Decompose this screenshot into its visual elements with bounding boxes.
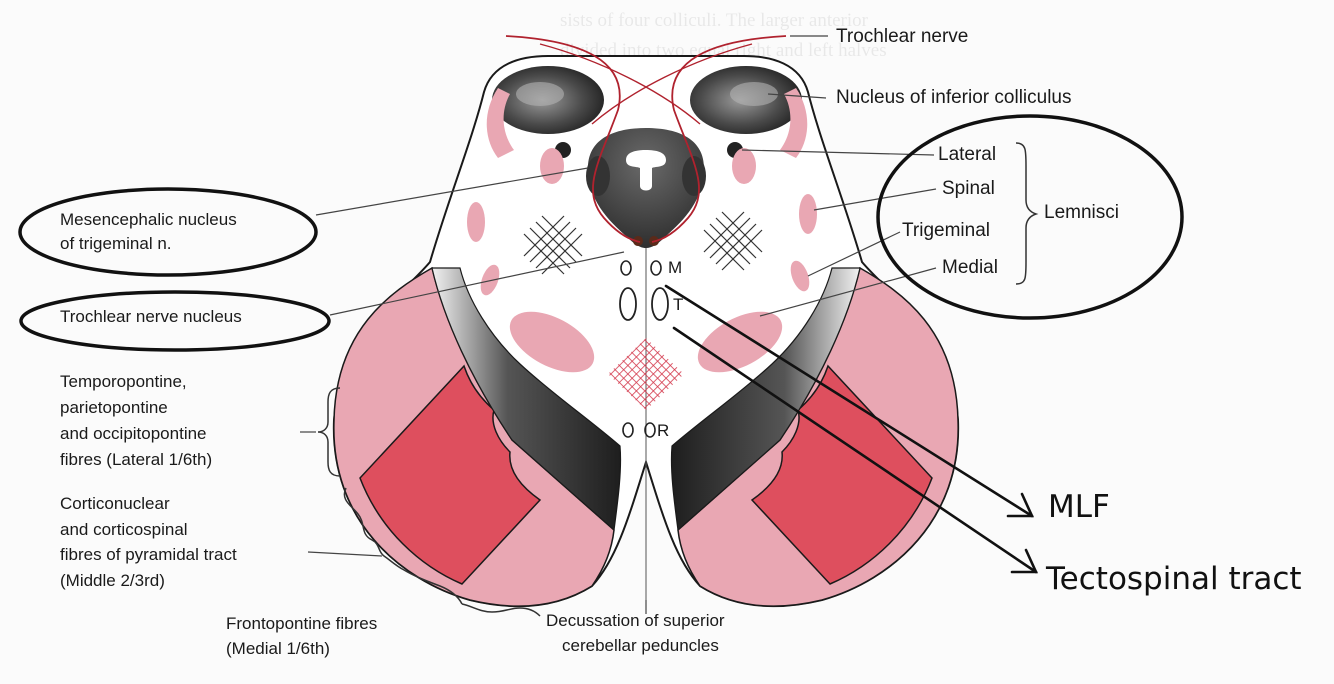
cerebral-aqueduct <box>626 150 666 191</box>
inferior-colliculus-highlight-left <box>516 82 564 106</box>
frontopontine-label-line2: (Medial 1/6th) <box>226 639 330 658</box>
t-marker: T <box>673 295 684 314</box>
corticonuclear-label-line1: Corticonuclear <box>60 494 170 513</box>
highlight-ellipse-lemnisci <box>876 114 1184 320</box>
trigeminal-lemniscus-label: Trigeminal <box>902 220 990 241</box>
highlight-ellipse-mesencephalic <box>18 187 318 277</box>
spinal-lemniscus-right <box>799 194 817 234</box>
substantia-nigra-left <box>431 267 622 532</box>
corticonuclear-label-line3: fibres of pyramidal tract <box>60 545 237 564</box>
pink-blob-left-1 <box>540 148 564 184</box>
reticular-hatch-right <box>703 211 763 271</box>
small-oval-right <box>650 260 662 276</box>
red-nucleus-left <box>509 311 595 373</box>
lateral-lemniscus-label: Lateral <box>938 144 997 165</box>
medial-lemniscus-label: Medial <box>942 257 998 278</box>
lemnisci-label: Lemnisci <box>1044 202 1119 223</box>
tectospinal-arrow <box>672 326 1039 574</box>
corticonuclear-label-line4: (Middle 2/3rd) <box>60 571 165 590</box>
pyramidal-tract-left <box>359 364 542 585</box>
temporopontine-label-line4: fibres (Lateral 1/6th) <box>60 450 213 469</box>
pyramidal-tract-right <box>750 364 933 585</box>
inferior-colliculus-highlight-right <box>730 82 778 106</box>
leader-lines <box>300 35 937 614</box>
grey-side-left <box>586 156 610 196</box>
temporopontine-label-line1: Temporopontine, <box>60 372 187 391</box>
corticonuclear-label-line2: and corticospinal <box>60 520 188 539</box>
reticular-hatch-left <box>523 215 583 275</box>
substantia-nigra-right <box>670 267 861 532</box>
pink-blob-right-1 <box>732 148 756 184</box>
spinal-lemniscus-label: Spinal <box>942 178 995 199</box>
grey-side-right <box>682 156 706 196</box>
tectospinal-tract-label: Tectospinal tract <box>1046 561 1302 597</box>
spinal-lemniscus-left <box>467 202 485 242</box>
trochlear-nerve-label: Trochlear nerve <box>836 26 969 47</box>
temporopontine-label-line2: parietopontine <box>60 398 168 417</box>
trigeminal-lemniscus-left <box>480 264 500 296</box>
decussation-label-line2: cerebellar peduncles <box>562 636 719 655</box>
temporopontine-label-line3: and occipitopontine <box>60 424 207 443</box>
small-oval-left <box>620 260 632 276</box>
trochlear-nerve-crossing <box>539 43 753 125</box>
lateral-lemniscus-left <box>486 88 514 158</box>
decussation-superior-cerebellar-peduncles <box>608 338 684 410</box>
mlf-oval-left <box>619 287 637 321</box>
mesencephalic-label-line1: Mesencephalic nucleus <box>60 210 237 229</box>
frontopontine-brace <box>461 603 541 617</box>
temporopontine-brace <box>317 387 341 477</box>
highlight-ellipse-trochlear-nucleus <box>19 290 331 352</box>
m-marker: M <box>668 258 683 277</box>
r-marker: R <box>657 421 670 440</box>
inferior-colliculus-label: Nucleus of inferior colliculus <box>836 87 1072 108</box>
mlf-oval-right <box>651 287 669 321</box>
trochlear-nerve-fibre-right <box>651 35 787 243</box>
lateral-lemniscus-right <box>780 88 808 158</box>
trochlear-nerve-fibre-left <box>505 35 641 243</box>
decussation-label-line1: Decussation of superior <box>546 611 725 630</box>
background-page-text: sists of four colliculi. The larger ante… <box>560 10 868 31</box>
mlf-label: MLF <box>1048 489 1110 525</box>
corticonuclear-brace <box>343 487 463 605</box>
mlf-arrow <box>664 284 1035 518</box>
lemnisci-brace <box>1015 142 1039 285</box>
mesencephalic-label-line2: of trigeminal n. <box>60 234 172 253</box>
rubrospinal-oval-right <box>644 422 656 438</box>
frontopontine-label-line1: Frontopontine fibres <box>226 614 378 633</box>
trigeminal-lemniscus-right <box>790 260 810 292</box>
rubrospinal-oval-left <box>622 422 634 438</box>
trochlear-nucleus-label: Trochlear nerve nucleus <box>60 307 242 326</box>
